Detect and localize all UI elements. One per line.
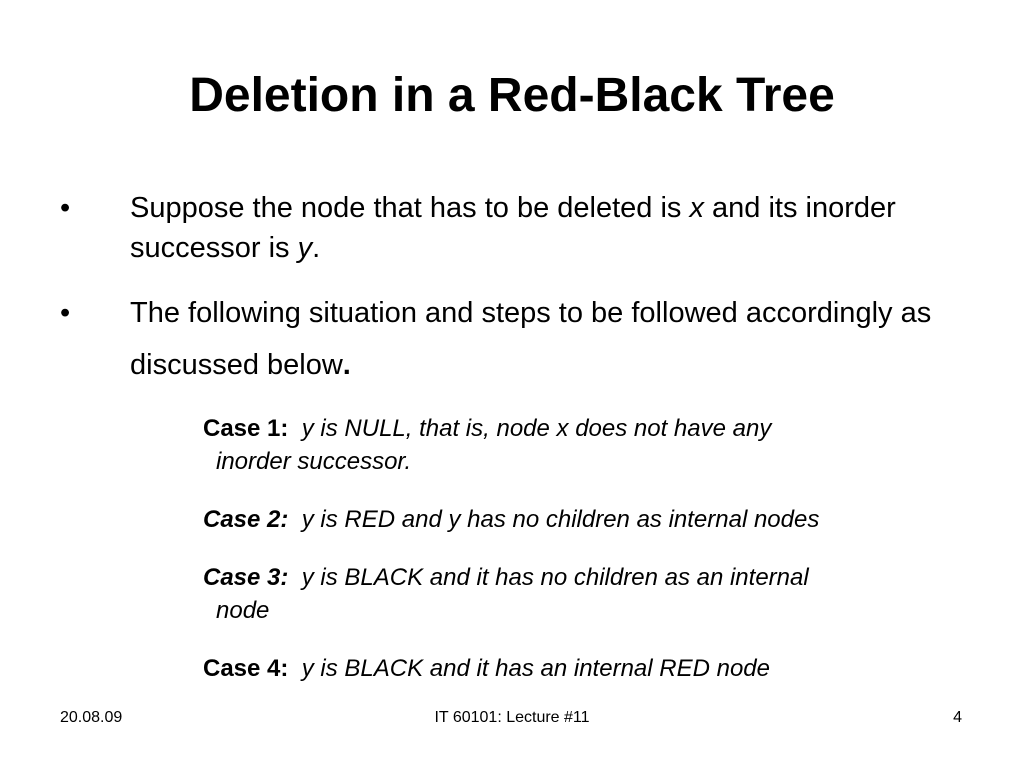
case-description: y is BLACK and it has an internal RED no… xyxy=(301,655,770,682)
footer-date: 20.08.09 xyxy=(60,709,123,726)
bullet-item: • Suppose the node that has to be delete… xyxy=(60,188,960,272)
case-1: Case 1: y is NULL, that is, node x does … xyxy=(203,412,963,478)
variable-x: x xyxy=(689,192,704,224)
case-description: y is BLACK and it has no children as an … xyxy=(301,564,809,591)
case-label: Case 3: xyxy=(203,564,289,591)
bullet-item: • The following situation and steps to b… xyxy=(60,293,960,389)
case-label: Case 2: xyxy=(203,506,289,533)
bullet-text-part: The following situation and steps to be … xyxy=(130,297,932,381)
case-label: Case 4: xyxy=(203,655,289,682)
footer-page-number: 4 xyxy=(953,709,962,726)
case-description-continued: node xyxy=(216,597,270,624)
case-description-continued: inorder successor. xyxy=(216,448,412,475)
bullet-text-part: . xyxy=(312,232,321,264)
footer-course: IT 60101: Lecture #11 xyxy=(434,709,590,726)
case-description: y is NULL, that is, node x does not have… xyxy=(301,415,772,442)
bullet-symbol: • xyxy=(60,297,71,329)
bullet-period: . xyxy=(342,349,351,381)
case-4: Case 4: y is BLACK and it has an interna… xyxy=(203,652,963,685)
bullet-text-part: Suppose the node that has to be deleted … xyxy=(130,192,690,224)
slide-title: Deletion in a Red-Black Tree xyxy=(189,69,835,122)
bullet-text: The following situation and steps to be … xyxy=(130,287,960,391)
case-label: Case 1: xyxy=(203,415,289,442)
case-2: Case 2: y is RED and y has no children a… xyxy=(203,503,963,536)
case-description: y is RED and y has no children as intern… xyxy=(301,506,820,533)
bullet-text-part: and its inorder successor is xyxy=(130,192,896,264)
bullet-symbol: • xyxy=(60,192,71,224)
case-3: Case 3: y is BLACK and it has no childre… xyxy=(203,561,963,627)
variable-y: y xyxy=(297,232,313,264)
bullet-text: Suppose the node that has to be deleted … xyxy=(130,188,960,268)
